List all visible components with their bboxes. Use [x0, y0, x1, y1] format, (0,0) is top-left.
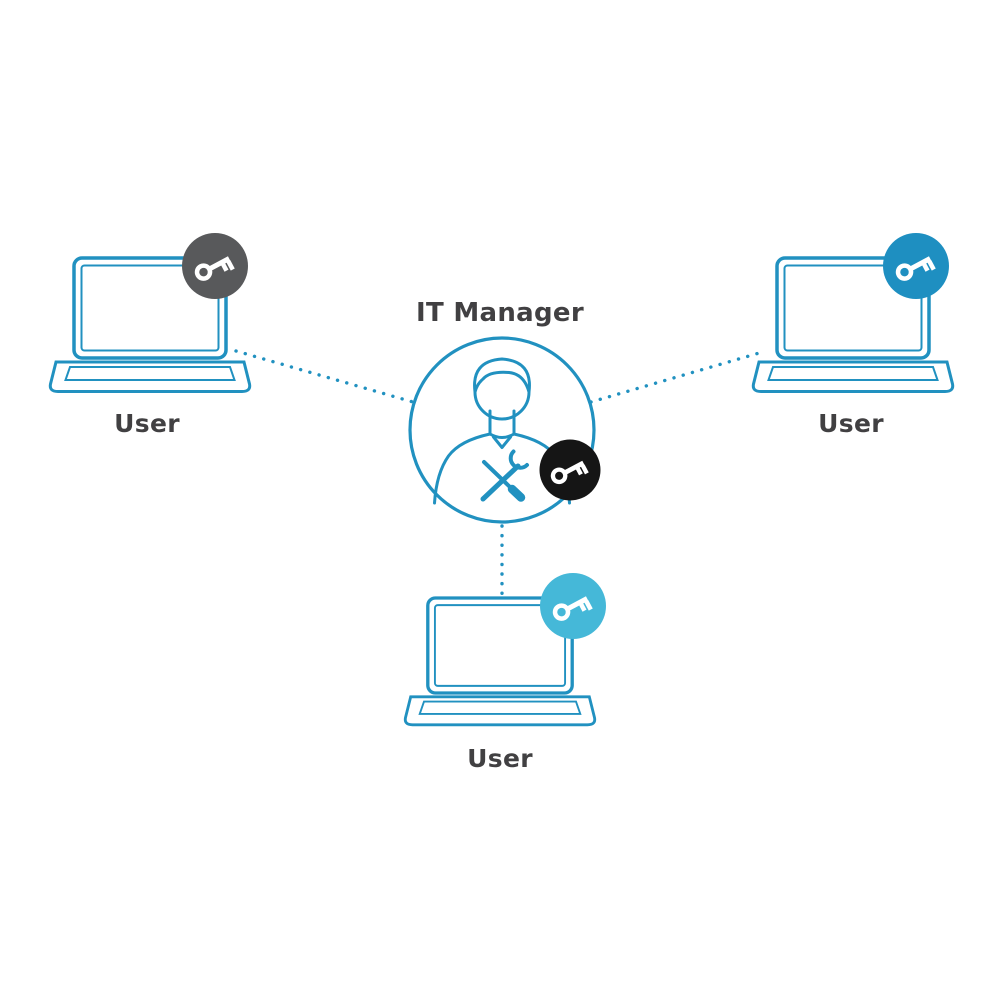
connector-manager-user-left	[234, 349, 415, 404]
user-left-label: User	[114, 409, 180, 438]
key-badge-user-bottom	[540, 573, 606, 639]
manager-label: IT Manager	[415, 298, 585, 328]
key-badge-user-left	[182, 233, 248, 299]
screwdriver-icon	[482, 460, 526, 502]
tools-icon	[480, 449, 529, 502]
user-right-label: User	[818, 409, 884, 438]
key-badge-user-right	[883, 233, 949, 299]
wrench-icon	[480, 449, 529, 502]
user-bottom-label: User	[467, 744, 533, 773]
connector-manager-user-right	[589, 349, 768, 404]
key-badge-manager	[539, 439, 601, 501]
